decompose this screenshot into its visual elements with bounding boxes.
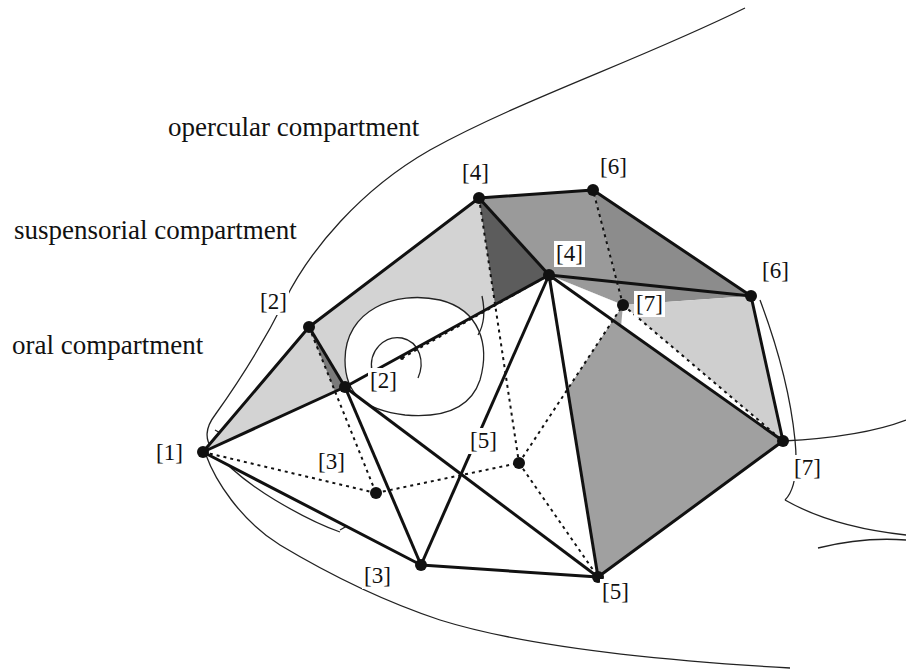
callout-number: [4] <box>554 241 585 267</box>
callout-number: [1] <box>154 440 185 466</box>
callout-number: [3] <box>362 563 393 589</box>
compartment-label: oral compartment <box>10 330 205 361</box>
callout-number: [3] <box>316 449 347 475</box>
callout-number: [6] <box>760 258 791 284</box>
callout-number: [5] <box>468 428 499 454</box>
compartment-label: opercular compartment <box>166 112 421 143</box>
callout-number: [6] <box>598 154 629 180</box>
callout-number: [7] <box>634 291 665 317</box>
callout-number: [7] <box>792 455 823 481</box>
callout-number: [4] <box>460 160 491 186</box>
callout-number: [2] <box>368 368 399 394</box>
compartment-label: suspensorial compartment <box>12 215 299 246</box>
callout-number: [2] <box>258 289 289 315</box>
callout-number: [5] <box>600 579 631 605</box>
